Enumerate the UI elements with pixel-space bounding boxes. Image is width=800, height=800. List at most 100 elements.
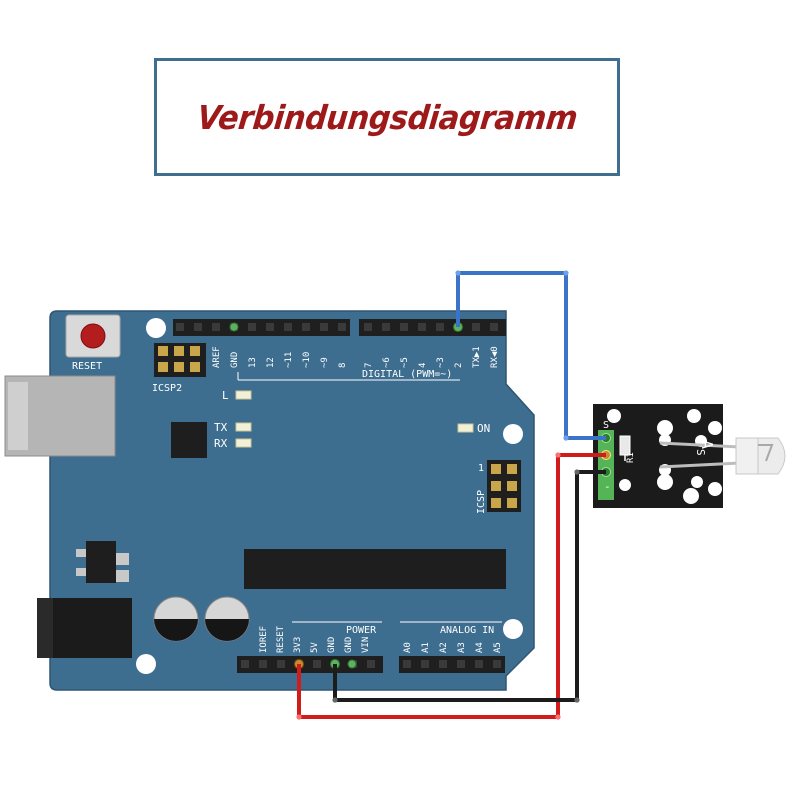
power-pin-label: VIN (361, 637, 371, 653)
header-pin-hole (313, 660, 321, 668)
digital-pin-label: ~11 (284, 352, 294, 368)
header-pin-hole (382, 323, 390, 331)
mounting-hole (503, 619, 523, 639)
usb-chip (171, 422, 207, 458)
header-pin-hole (493, 660, 501, 668)
digital-pin-label: 7 (364, 363, 374, 368)
analog-header (399, 656, 505, 673)
power-pin-label: IOREF (259, 626, 269, 653)
arduino-board (49, 310, 535, 691)
gnd2-pin-dot (347, 659, 357, 669)
digital-pin-label: 13 (248, 357, 258, 368)
power-label: POWER (346, 625, 377, 636)
reset-label: RESET (72, 361, 102, 372)
header-pin-hole (439, 660, 447, 668)
digital-pin-label: ~5 (400, 357, 410, 368)
dc-jack (37, 598, 132, 658)
header-pin-hole (248, 323, 256, 331)
header-pin-hole (367, 660, 375, 668)
capacitor (204, 596, 250, 642)
led-on (457, 423, 474, 433)
header-pin-hole (400, 323, 408, 331)
header-pin-hole (284, 323, 292, 331)
header-pin-hole (277, 660, 285, 668)
header-pin-hole (338, 323, 346, 331)
header-pin-hole (418, 323, 426, 331)
gnd-pin-dot (229, 322, 239, 332)
main-microcontroller (244, 549, 506, 589)
header-pin-hole (194, 323, 202, 331)
header-pin-hole (266, 323, 274, 331)
digital-pin-label: ~9 (320, 357, 330, 368)
digital-pin-label: 8 (338, 363, 348, 368)
digital-pin-label: AREF (212, 346, 222, 368)
header-pin-hole (490, 323, 498, 331)
mounting-hole (146, 318, 166, 338)
digital-pin-label: 12 (266, 357, 276, 368)
led-tx-label: TX (214, 421, 228, 434)
module-marking-s: S (694, 449, 707, 456)
analog-pin-label: A2 (439, 642, 449, 653)
digital-pin-label: ~10 (302, 352, 312, 368)
led-rx (235, 438, 252, 448)
icsp-label: ICSP (476, 490, 487, 514)
digital-pin-label: RX◀0 (490, 346, 500, 368)
digital-pin-label: 4 (418, 363, 428, 368)
power-pin-label: RESET (276, 625, 286, 653)
header-pin-hole (421, 660, 429, 668)
digital-pin-label: ~6 (382, 357, 392, 368)
analog-pin-label: A0 (403, 642, 413, 653)
title-box: Verbindungsdiagramm (154, 58, 620, 176)
capacitor (153, 596, 199, 642)
digital-label: DIGITAL (PWM=~) (362, 369, 452, 380)
power-pin-label: 5V (310, 642, 320, 653)
digital-pin-label: 2 (454, 363, 464, 368)
digital-pin-label: GND (230, 352, 240, 368)
header-pin-hole (241, 660, 249, 668)
header-pin-hole (472, 323, 480, 331)
reset-button (65, 314, 121, 358)
header-pin-hole (436, 323, 444, 331)
led-tx (235, 422, 252, 432)
usb-port (4, 375, 116, 457)
module-marking-a: A (698, 440, 716, 449)
module-resistor-label: R1 (626, 452, 636, 463)
header-pin-hole (259, 660, 267, 668)
mounting-hole (503, 424, 523, 444)
photo-sensor-module (593, 404, 741, 508)
header-pin-hole (364, 323, 372, 331)
digital-pin-label: TX▶1 (472, 346, 482, 368)
analog-pin-label: A5 (493, 642, 503, 653)
module-pin-s-label: S (603, 420, 609, 431)
power-header (237, 656, 383, 673)
analog-pin-label: A4 (475, 642, 485, 653)
module-pin-minus-label: - (604, 480, 611, 493)
header-pin-hole (457, 660, 465, 668)
icsp-pin1-label: 1 (478, 463, 484, 474)
header-pin-hole (320, 323, 328, 331)
led-l-label: L (222, 389, 229, 402)
led-bulb (735, 437, 786, 475)
power-pin-label: GND (327, 637, 337, 653)
icsp2-label: ICSP2 (152, 383, 182, 394)
mounting-hole (136, 654, 156, 674)
power-pin-label: 3V3 (293, 637, 303, 653)
digital-header-right (359, 319, 506, 336)
power-pin-label: GND (344, 637, 354, 653)
icsp2-header (154, 343, 206, 377)
analog-label: ANALOG IN (440, 625, 494, 636)
header-pin-hole (302, 323, 310, 331)
icsp-header (487, 460, 521, 512)
voltage-regulator (76, 541, 129, 583)
header-pin-hole (403, 660, 411, 668)
led-on-label: ON (477, 422, 490, 435)
led-l (235, 390, 252, 400)
digital-pin-label: ~3 (436, 357, 446, 368)
header-pin-hole (475, 660, 483, 668)
analog-pin-label: A1 (421, 642, 431, 653)
led-rx-label: RX (214, 437, 228, 450)
header-pin-hole (176, 323, 184, 331)
analog-pin-label: A3 (457, 642, 467, 653)
header-pin-hole (212, 323, 220, 331)
